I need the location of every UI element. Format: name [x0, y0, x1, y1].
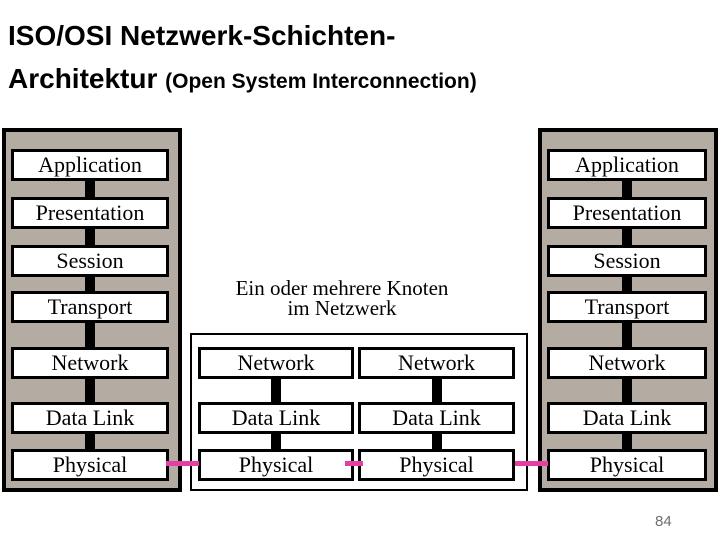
- layer-connector: [622, 321, 632, 349]
- layer-connector: [85, 321, 95, 349]
- layer-box-physical: Physical: [11, 449, 169, 481]
- page-number: 84: [655, 513, 672, 530]
- title-line-2-main: Architektur: [8, 63, 158, 94]
- title-line-2-sub: (Open System Interconnection): [165, 70, 477, 93]
- caption-line-2: im Netzwerk: [287, 296, 397, 320]
- layer-connector: [622, 227, 632, 247]
- layer-connector: [85, 377, 95, 404]
- physical-link-connector: [515, 461, 548, 466]
- layer-connector: [432, 377, 442, 404]
- layer-connector: [622, 179, 632, 199]
- layer-connector: [271, 377, 281, 404]
- layer-box-data-link: Data Link: [358, 402, 515, 434]
- title-line-2: Architektur (Open System Interconnection…: [8, 57, 477, 103]
- layer-box-network: Network: [198, 347, 354, 379]
- layer-box-network: Network: [547, 347, 707, 379]
- layer-connector: [622, 432, 632, 451]
- layer-box-data-link: Data Link: [547, 402, 707, 434]
- layer-box-physical: Physical: [358, 449, 515, 481]
- layer-box-data-link: Data Link: [198, 402, 354, 434]
- layer-box-physical: Physical: [198, 449, 354, 481]
- layer-connector: [85, 275, 95, 293]
- layer-box-transport: Transport: [11, 291, 169, 323]
- layer-connector: [85, 227, 95, 247]
- network-nodes-caption: Ein oder mehrere Knoten im Netzwerk: [192, 276, 492, 320]
- layer-box-presentation: Presentation: [547, 197, 707, 229]
- caption-line-1: Ein oder mehrere Knoten: [235, 276, 449, 300]
- page-title: ISO/OSI Netzwerk-Schichten- Architektur …: [8, 14, 477, 103]
- layer-connector: [271, 432, 281, 451]
- layer-connector: [622, 275, 632, 293]
- layer-box-physical: Physical: [547, 449, 707, 481]
- layer-box-session: Session: [11, 245, 169, 277]
- physical-link-connector: [345, 461, 363, 466]
- layer-connector: [432, 432, 442, 451]
- layer-box-application: Application: [547, 149, 707, 181]
- title-line-1: ISO/OSI Netzwerk-Schichten-: [8, 20, 396, 51]
- layer-box-session: Session: [547, 245, 707, 277]
- layer-box-transport: Transport: [547, 291, 707, 323]
- physical-link-connector: [166, 461, 199, 466]
- layer-box-application: Application: [11, 149, 169, 181]
- layer-connector: [85, 179, 95, 199]
- layer-box-data-link: Data Link: [11, 402, 169, 434]
- layer-connector: [85, 432, 95, 451]
- layer-connector: [622, 377, 632, 404]
- layer-box-network: Network: [11, 347, 169, 379]
- layer-box-presentation: Presentation: [11, 197, 169, 229]
- layer-box-network: Network: [358, 347, 515, 379]
